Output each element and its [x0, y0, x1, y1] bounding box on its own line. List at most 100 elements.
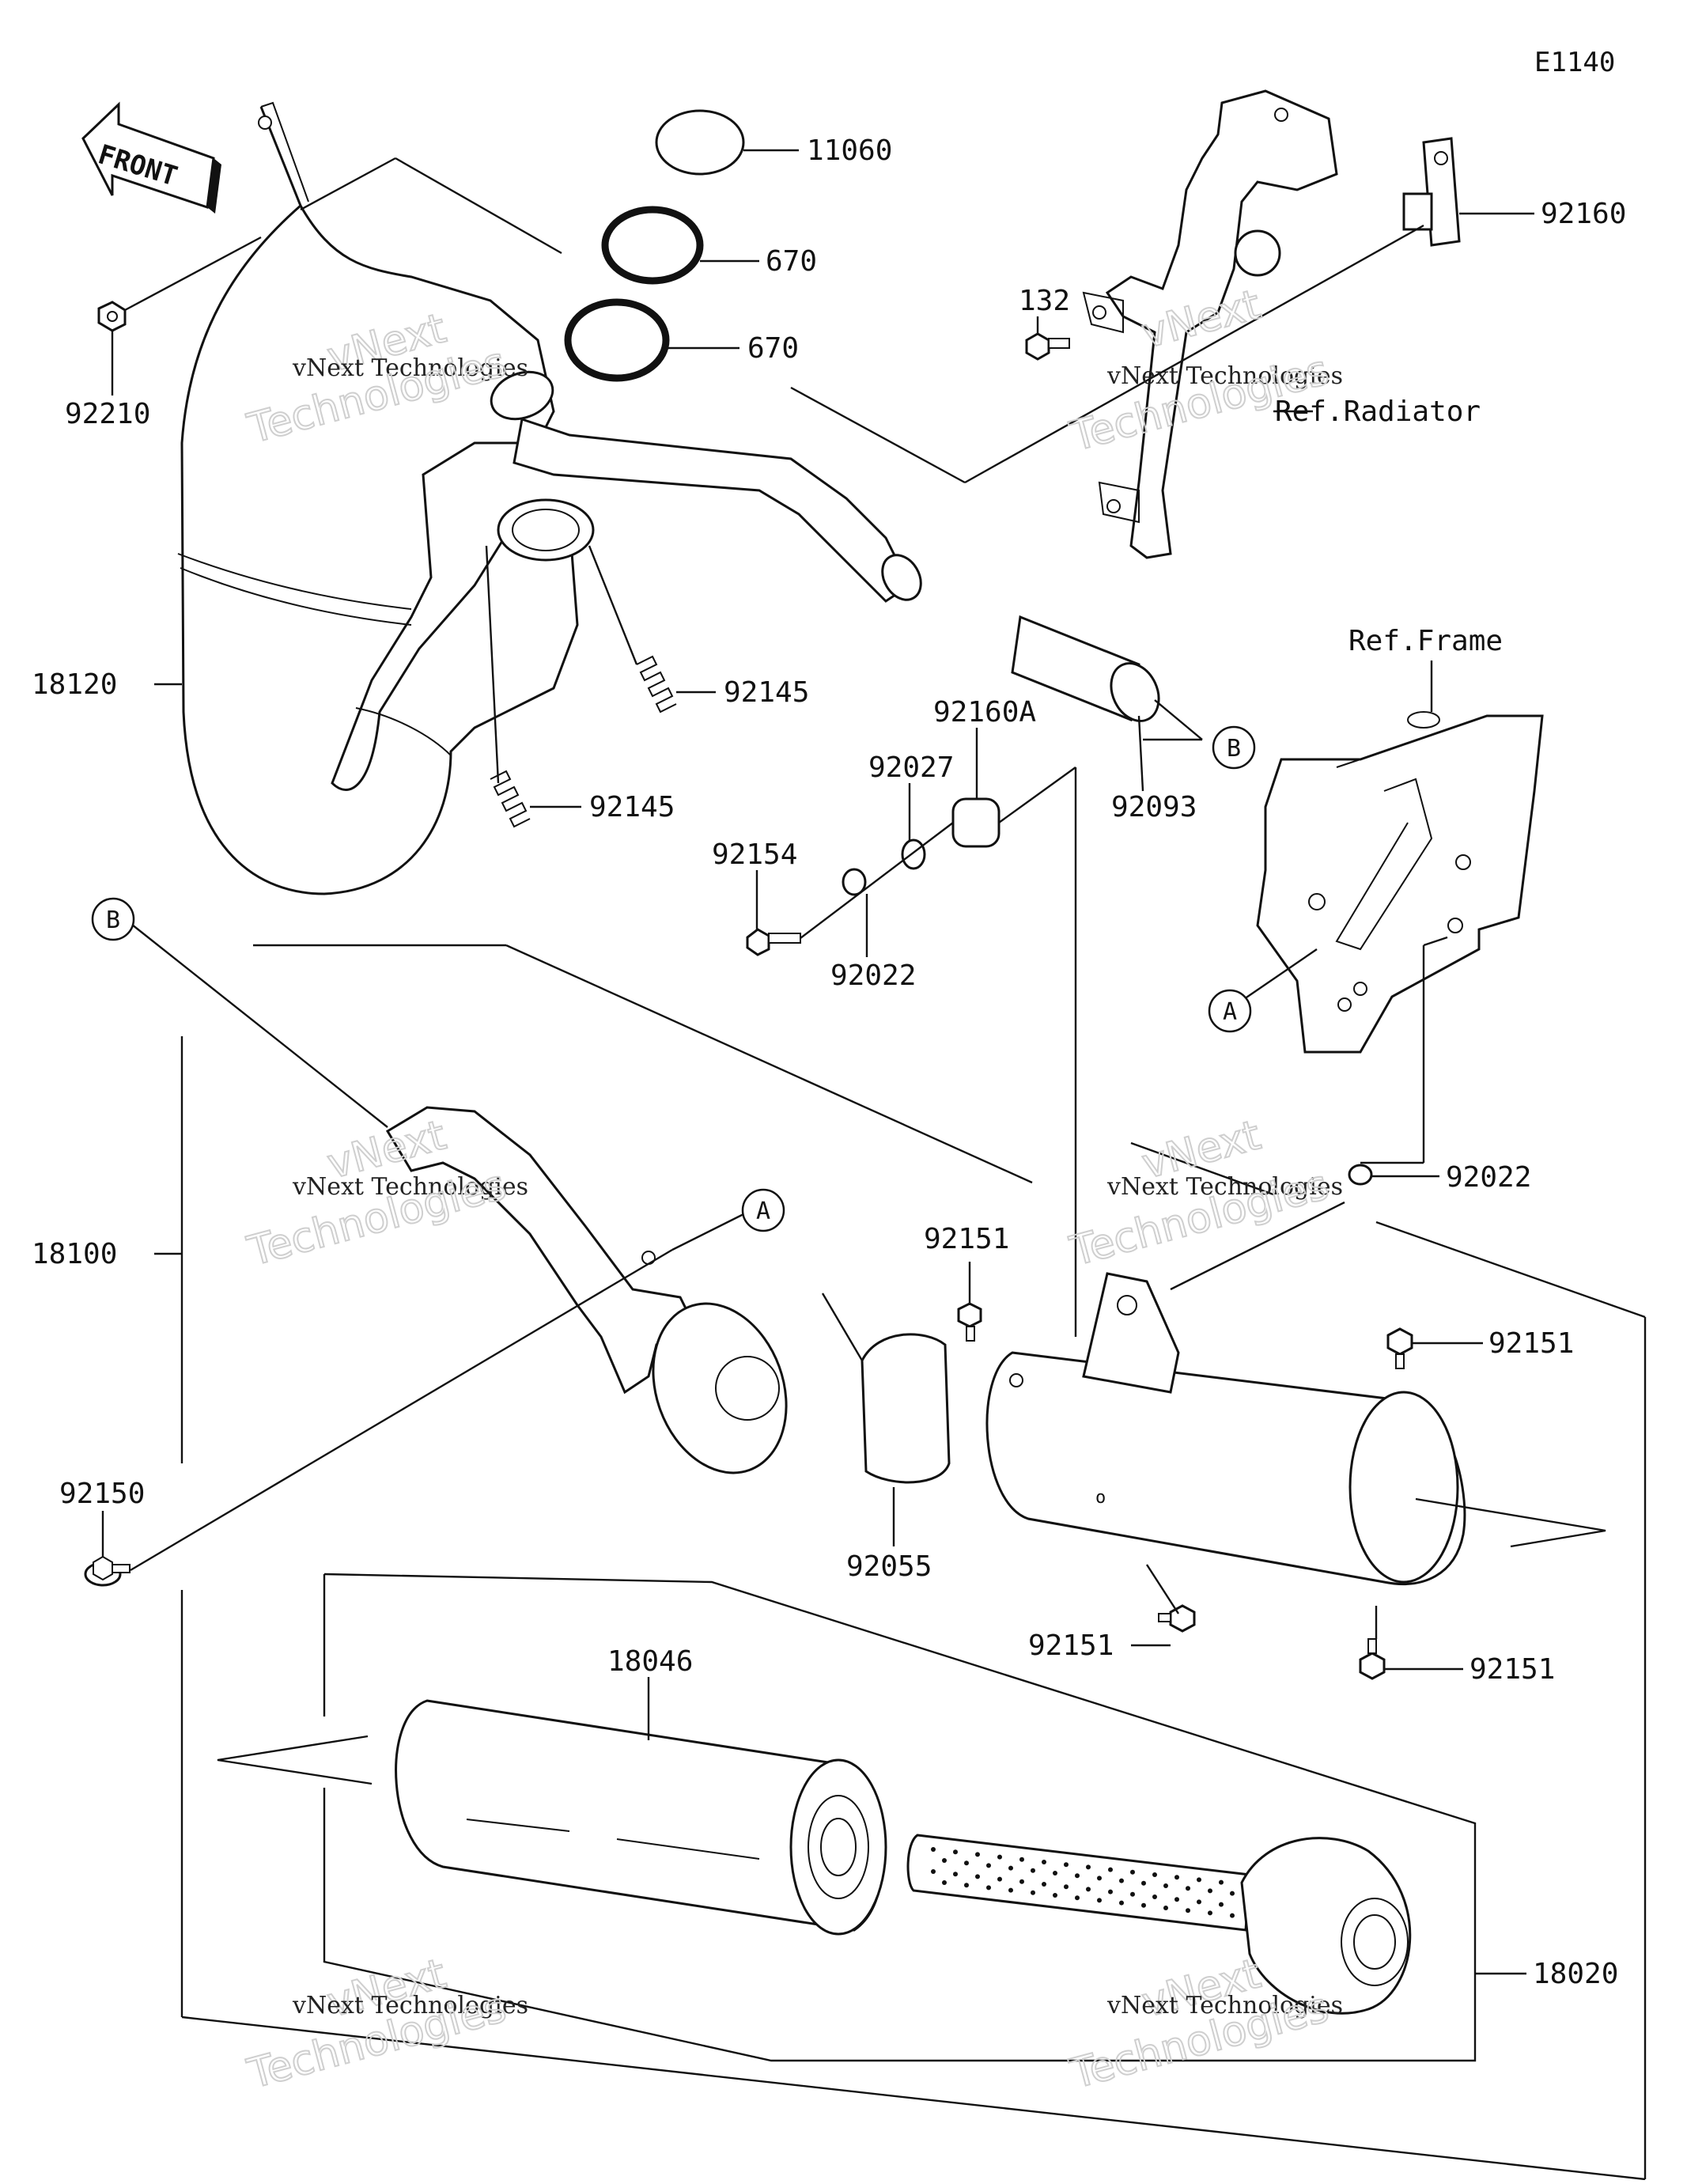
perforation-dot — [1053, 1893, 1057, 1898]
perforation-dot — [1086, 1864, 1091, 1870]
label-92022-upper: 92022 — [830, 960, 916, 992]
perforation-dot — [1174, 1875, 1179, 1880]
perforation-dot — [1119, 1878, 1124, 1883]
nut-92210 — [97, 301, 127, 332]
perforation-dot — [1031, 1868, 1035, 1873]
perforation-dot — [975, 1852, 980, 1857]
perforation-dot — [975, 1874, 980, 1879]
perforation-dot — [1008, 1865, 1013, 1871]
label-92160: 92160 — [1541, 198, 1626, 230]
perforation-dot — [942, 1880, 947, 1885]
perforation-dot — [1230, 1891, 1235, 1896]
marker-b-upper: B — [1212, 725, 1256, 770]
label-18100: 18100 — [32, 1238, 117, 1270]
perforation-dot — [1097, 1898, 1102, 1903]
rubber-joint-92093 — [1011, 615, 1160, 722]
muffler-mark: o — [1095, 1488, 1106, 1508]
perforation-dot — [997, 1876, 1002, 1882]
silencer-outer-18046 — [395, 1699, 887, 1936]
label-92022-right: 92022 — [1446, 1161, 1531, 1194]
perforation-dot — [1064, 1862, 1069, 1868]
watermark-4: vNext vNext Technologies Technologies — [1065, 1111, 1343, 1277]
svg-text:vNext Technologies: vNext Technologies — [292, 1173, 528, 1201]
perforation-dot — [1186, 1908, 1190, 1913]
marker-b-lower: B — [91, 897, 135, 941]
label-92160A: 92160A — [933, 696, 1036, 729]
label-92150: 92150 — [59, 1478, 145, 1510]
mid-pipe — [513, 418, 922, 603]
perforation-dot — [1130, 1891, 1135, 1897]
label-92151-top: 92151 — [924, 1223, 1009, 1255]
perforation-dot — [1219, 1902, 1224, 1907]
frame-section — [1256, 711, 1544, 1054]
label-670-upper: 670 — [766, 245, 817, 278]
label-11060: 11060 — [807, 134, 892, 167]
perforation-dot — [931, 1847, 936, 1852]
perforation-dot — [931, 1869, 936, 1874]
bolt-92151-top — [957, 1302, 982, 1342]
gasket-670-upper — [601, 206, 704, 285]
perforation-dot — [1086, 1887, 1091, 1892]
perforation-dot — [1031, 1890, 1035, 1895]
leader-lines — [101, 149, 1647, 2181]
perforation-dot — [1042, 1860, 1046, 1864]
perforation-dot — [1208, 1910, 1212, 1916]
svg-text:vNext Technologies: vNext Technologies — [1106, 1992, 1343, 2019]
perforation-dot — [1197, 1899, 1201, 1905]
label-ref-radiator: Ref.Radiator — [1275, 396, 1481, 428]
perforation-dot — [1108, 1889, 1113, 1894]
part-labels: 11060 670 670 92160 132 Ref.Radiator 922… — [32, 134, 1626, 1990]
label-92210: 92210 — [65, 398, 150, 430]
label-92151-right: 92151 — [1488, 1327, 1574, 1360]
label-18020: 18020 — [1533, 1958, 1618, 1990]
perforation-dot — [1130, 1869, 1135, 1875]
perforation-dot — [1053, 1871, 1057, 1876]
perforation-dot — [953, 1849, 958, 1855]
damper-92160 — [1402, 137, 1461, 247]
label-18046: 18046 — [607, 1645, 693, 1678]
perforation-dot — [1075, 1895, 1080, 1901]
mounting-hardware — [746, 797, 1373, 1186]
svg-text:vNext Technologies: vNext Technologies — [292, 1992, 528, 2019]
perforation-dot — [1186, 1886, 1190, 1891]
label-92027: 92027 — [868, 751, 954, 784]
perforation-dot — [1163, 1906, 1168, 1910]
perforation-dot — [1152, 1872, 1157, 1877]
label-92151-bottom-right: 92151 — [1470, 1653, 1555, 1686]
perforation-dot — [997, 1854, 1002, 1860]
label-92145-upper: 92145 — [724, 676, 809, 709]
svg-text:B: B — [1227, 735, 1241, 763]
gasket-670-lower — [564, 298, 670, 382]
label-ref-frame: Ref.Frame — [1348, 625, 1503, 657]
perforation-dot — [1197, 1877, 1201, 1883]
exhaust-header-18120 — [177, 101, 595, 895]
perforation-dot — [1119, 1900, 1124, 1906]
perforation-dot — [1208, 1888, 1212, 1894]
spring-92145-upper — [636, 655, 677, 713]
muffler-body: o — [985, 1272, 1466, 1585]
label-92055: 92055 — [846, 1550, 932, 1583]
marker-a-frame: A — [1208, 989, 1252, 1033]
bolt-92151-right — [1386, 1327, 1413, 1369]
svg-text:B: B — [106, 907, 120, 934]
perforation-dot — [1108, 1867, 1113, 1872]
perforation-dot — [964, 1883, 969, 1888]
bolt-92150 — [84, 1555, 130, 1587]
perforation-dot — [1042, 1882, 1046, 1887]
perforation-dot — [1141, 1880, 1146, 1886]
perforation-dot — [1152, 1894, 1157, 1899]
tail-pipe-18100 — [385, 1106, 788, 1474]
diagram-code: E1140 — [1534, 47, 1615, 78]
svg-text:A: A — [756, 1198, 770, 1225]
perforation-dot — [1163, 1883, 1168, 1888]
label-92151-bottom: 92151 — [1028, 1629, 1114, 1662]
label-18120: 18120 — [32, 668, 117, 701]
front-arrow-icon: FRONT — [81, 101, 221, 214]
perforation-dot — [1008, 1887, 1013, 1893]
perforation-dot — [1019, 1857, 1024, 1862]
label-92145-lower: 92145 — [589, 791, 675, 823]
perforation-dot — [1064, 1884, 1069, 1890]
gasket-11060 — [655, 109, 745, 176]
bolt-132 — [1025, 332, 1070, 361]
